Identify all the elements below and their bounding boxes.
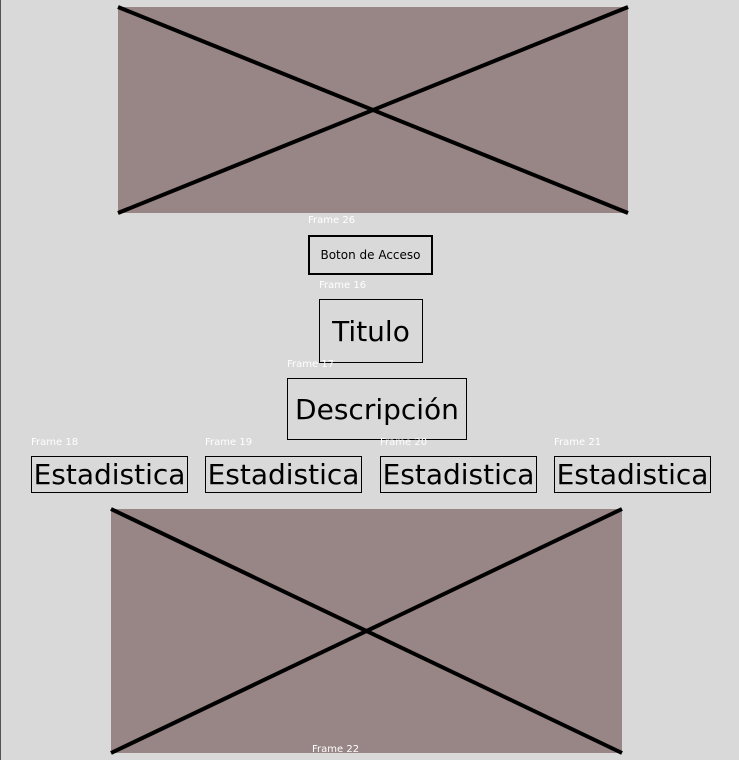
- stat-frame-2: Estadistica: [205, 456, 362, 493]
- image-placeholder-icon: [110, 507, 623, 755]
- frame-label-stat-1: Frame 18: [31, 437, 79, 448]
- access-button[interactable]: Boton de Acceso: [308, 235, 433, 275]
- frame-label-stat-3: Frame 20: [380, 437, 428, 448]
- title-frame: Titulo: [319, 299, 423, 363]
- top-image-placeholder: [117, 5, 629, 215]
- frame-label-access: Frame 26: [308, 215, 356, 226]
- frame-label-title: Frame 16: [319, 280, 367, 291]
- frame-label-stat-4: Frame 21: [554, 437, 602, 448]
- bottom-image-placeholder: [110, 507, 623, 755]
- stat-frame-3: Estadistica: [380, 456, 537, 493]
- frame-label-bottom-image: Frame 22: [312, 744, 360, 755]
- frame-label-description: Frame 17: [287, 359, 335, 370]
- stat-frame-4: Estadistica: [554, 456, 711, 493]
- description-frame: Descripción: [287, 378, 467, 440]
- stat-frame-1: Estadistica: [31, 456, 188, 493]
- image-placeholder-icon: [117, 5, 629, 215]
- canvas-edge: [0, 0, 1, 760]
- frame-label-stat-2: Frame 19: [205, 437, 253, 448]
